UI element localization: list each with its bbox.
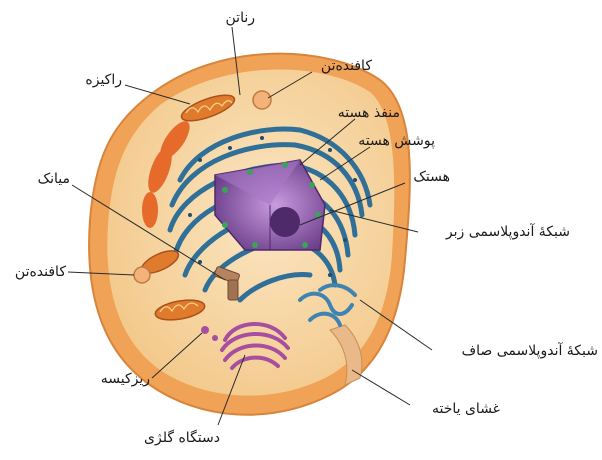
lysosome-top-shape	[253, 91, 271, 109]
label-nucleolus: هستک	[413, 169, 450, 185]
label-smooth-er: شبکۀ آندوپلاسمی صاف	[462, 342, 598, 359]
label-rough-er: شبکۀ آندوپلاسمی زبر	[445, 223, 570, 240]
label-lysosome-left: کافنده‌تن	[15, 264, 66, 280]
label-mitochondrion: راکیزه	[85, 72, 122, 88]
label-centriole: میانک	[38, 171, 70, 187]
label-ribosome-top: رناتن	[226, 10, 255, 26]
label-membrane: غشای یاخته	[432, 401, 500, 417]
vesicle-small	[212, 335, 218, 341]
label-nuclear-envelope: پوشش هسته	[358, 133, 435, 149]
vesicle-shape	[201, 326, 209, 334]
label-golgi: دستگاه گلژی	[144, 429, 220, 446]
nucleolus-shape	[270, 207, 300, 237]
lysosome-left-shape	[134, 267, 150, 283]
label-lysosome-top: کافنده‌تن	[321, 58, 372, 74]
label-nuclear-pore: منفذ هسته	[338, 105, 400, 121]
label-vesicle: ریزکیسه	[101, 371, 150, 387]
